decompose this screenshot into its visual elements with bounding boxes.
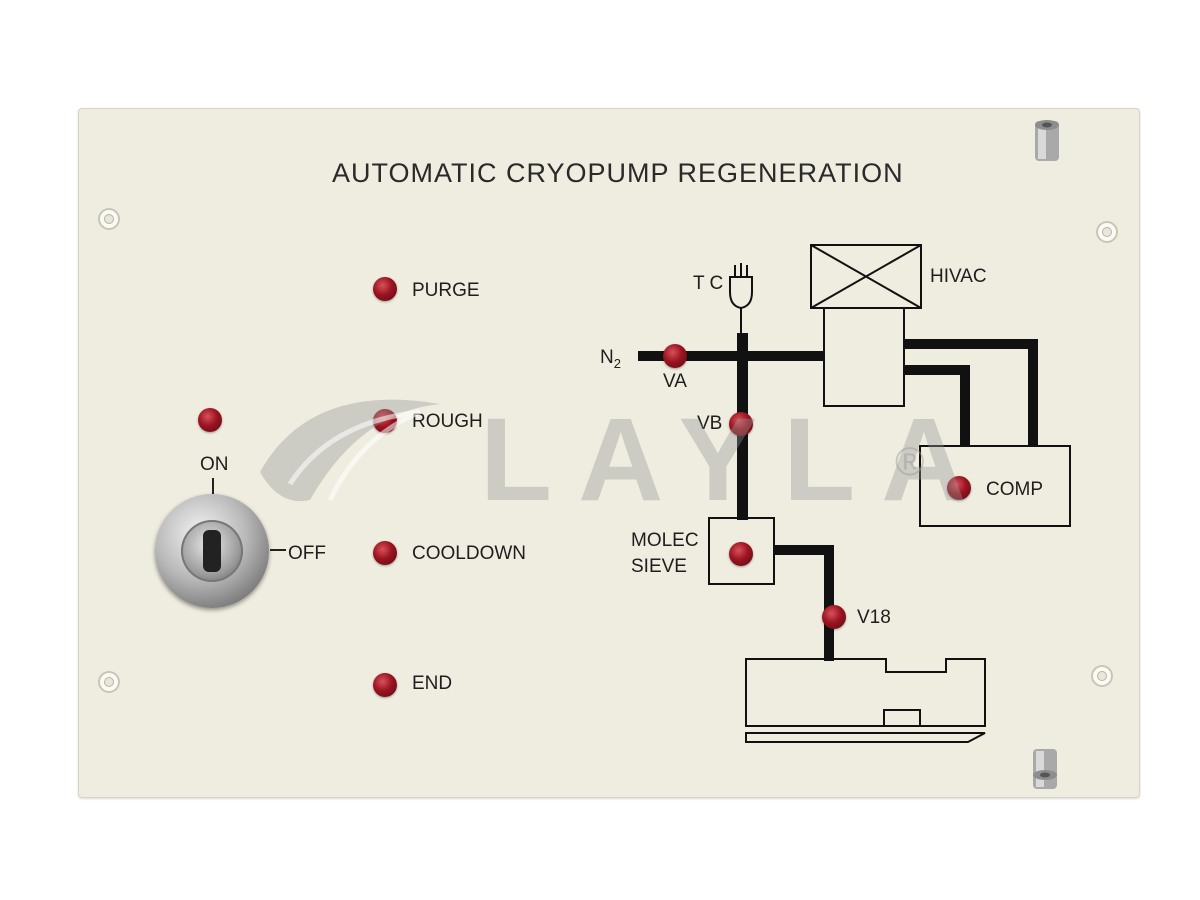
n2-line xyxy=(638,351,824,361)
purge-label: PURGE xyxy=(412,280,480,301)
cooldown-label: COOLDOWN xyxy=(412,543,526,564)
hivac-label: HIVAC xyxy=(930,266,987,287)
standoff-top xyxy=(1035,120,1059,161)
roughing-pump-body xyxy=(745,658,986,727)
panel-title: AUTOMATIC CRYOPUMP REGENERATION xyxy=(332,158,904,188)
watermark-text: LAYLA xyxy=(480,394,993,526)
control-panel-plate xyxy=(78,108,1140,798)
end-led xyxy=(373,673,397,697)
mounting-screw-bottom-right xyxy=(1091,665,1113,687)
vb-label: VB xyxy=(697,413,723,434)
off-label: OFF xyxy=(288,543,326,564)
hivac-valve-cross-b xyxy=(810,244,922,309)
molec-label: MOLEC xyxy=(631,530,699,551)
n2-label: N2 xyxy=(600,347,621,371)
cryopump-body xyxy=(823,307,905,407)
on-label: ON xyxy=(200,454,229,475)
end-label: END xyxy=(412,673,453,694)
va-led xyxy=(663,344,687,368)
molec-sieve-led xyxy=(729,542,753,566)
comp-outer-horizontal xyxy=(904,339,1038,349)
roughing-pump-base xyxy=(745,732,986,743)
molec-sieve-box xyxy=(708,517,775,585)
purge-led xyxy=(373,277,397,301)
comp-inner-vertical xyxy=(960,365,970,446)
key-switch[interactable] xyxy=(155,494,269,608)
v18-label: V18 xyxy=(857,607,891,628)
off-tick-mark xyxy=(270,549,286,551)
comp-outer-vertical xyxy=(1028,339,1038,446)
tc-gauge-icon xyxy=(729,276,753,310)
sieve-outlet-vertical xyxy=(824,545,834,661)
rough-label: ROUGH xyxy=(412,411,483,432)
standoff-bottom xyxy=(1033,749,1057,789)
mounting-screw-top-right xyxy=(1096,221,1118,243)
tc-label: T C xyxy=(693,273,724,294)
comp-led xyxy=(947,476,971,500)
on-tick-mark xyxy=(212,478,214,494)
watermark-swoosh-icon xyxy=(260,399,440,502)
mounting-screw-bottom-left xyxy=(98,671,120,693)
power-led xyxy=(198,408,222,432)
v18-led xyxy=(822,605,846,629)
roughing-pump-port xyxy=(883,709,921,727)
sieve-outlet-horizontal xyxy=(774,545,832,555)
cooldown-led xyxy=(373,541,397,565)
vb-led xyxy=(729,412,753,436)
sieve-label: SIEVE xyxy=(631,556,687,577)
comp-label: COMP xyxy=(986,479,1043,500)
comp-inner-horizontal xyxy=(904,365,970,375)
comp-box xyxy=(919,445,1071,527)
key-slot xyxy=(203,530,221,572)
watermark-registered-mark: ® xyxy=(895,440,925,484)
mounting-screw-top-left xyxy=(98,208,120,230)
va-label: VA xyxy=(663,371,687,392)
n2-subscript: 2 xyxy=(613,355,621,371)
